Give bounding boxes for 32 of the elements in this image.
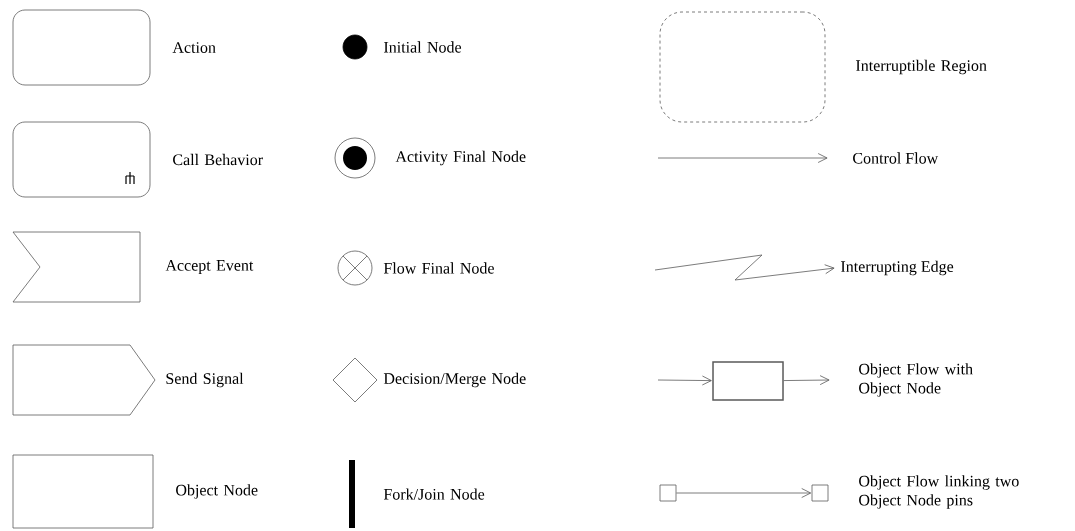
send-signal-shape	[12, 344, 156, 416]
symbol-label: Initial Node	[384, 41, 462, 53]
object-node-box	[712, 361, 784, 401]
fork-bar	[349, 460, 355, 528]
call-behavior-box	[12, 121, 151, 198]
legend-label: Control Flow	[853, 152, 939, 164]
symbol-label: Decision/Merge Node	[383, 372, 526, 388]
pin-box	[811, 484, 829, 502]
symbol-label: Call Behavior	[173, 153, 263, 166]
crossed-circle	[337, 250, 373, 286]
arrow	[676, 488, 812, 498]
symbol-label: Accept Event	[165, 260, 254, 274]
symbol-label: Activity Final Node	[395, 150, 526, 166]
symbol-label: Send Signal	[166, 372, 244, 388]
accept-event-shape	[12, 231, 141, 303]
legend-label: Interrupting Edge	[841, 260, 954, 276]
bullseye-circle	[334, 137, 376, 179]
symbol-label: Flow Final Node	[383, 262, 494, 274]
symbol-label: Object Node	[176, 484, 258, 499]
pin-box	[659, 484, 677, 502]
decision-diamond	[332, 357, 378, 403]
arrow	[783, 375, 830, 386]
symbol-label: Action	[172, 42, 216, 53]
action-box	[12, 9, 151, 86]
arrow	[657, 375, 712, 386]
object-node-box	[12, 454, 154, 529]
filled-circle	[342, 34, 368, 60]
interruptible-region	[659, 11, 826, 123]
symbol-label: Interruptible Region	[856, 59, 987, 75]
flow-label: Object Flow with Object Node	[859, 363, 973, 397]
symbol-label: Fork/Join Node	[383, 488, 485, 500]
flow-label: Object Flow linking two Object Node pins	[859, 475, 1019, 509]
